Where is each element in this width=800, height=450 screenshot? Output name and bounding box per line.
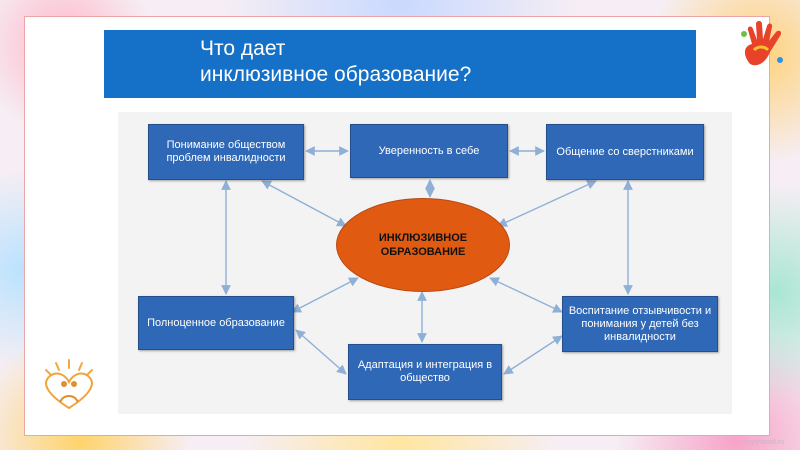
center-node: ИНКЛЮЗИВНОЕ ОБРАЗОВАНИЕ — [336, 198, 510, 292]
title-bar: Что дает инклюзивное образование? — [104, 30, 696, 98]
painted-hand-icon — [741, 21, 783, 66]
node-confidence: Уверенность в себе — [350, 124, 508, 178]
arrow-upbringing-center — [489, 277, 563, 313]
center-line-2: ОБРАЗОВАНИЕ — [380, 246, 466, 258]
title-line-2: инклюзивное образование? — [200, 63, 472, 86]
sun-heart-logo-icon — [45, 359, 93, 410]
node-education: Полноценное образование — [138, 296, 294, 350]
footnote-watermark: myshared.ru — [745, 439, 784, 446]
title-line-1: Что дает — [200, 37, 286, 60]
node-communication: Общение со сверстниками — [546, 124, 704, 180]
arrow-communication-center — [497, 180, 597, 227]
center-line-1: ИНКЛЮЗИВНОЕ — [378, 232, 468, 244]
arrow-education-adaptation — [295, 329, 347, 375]
node-understanding: Понимание обществом проблем инвалидности — [148, 124, 304, 180]
node-upbringing: Воспитание отзывчивости и понимания у де… — [562, 296, 718, 352]
arrow-understanding-center — [261, 180, 347, 227]
arrow-education-center — [291, 277, 359, 313]
arrow-upbringing-adaptation — [503, 335, 563, 375]
node-adaptation: Адаптация и интеграция в общество — [348, 344, 502, 400]
